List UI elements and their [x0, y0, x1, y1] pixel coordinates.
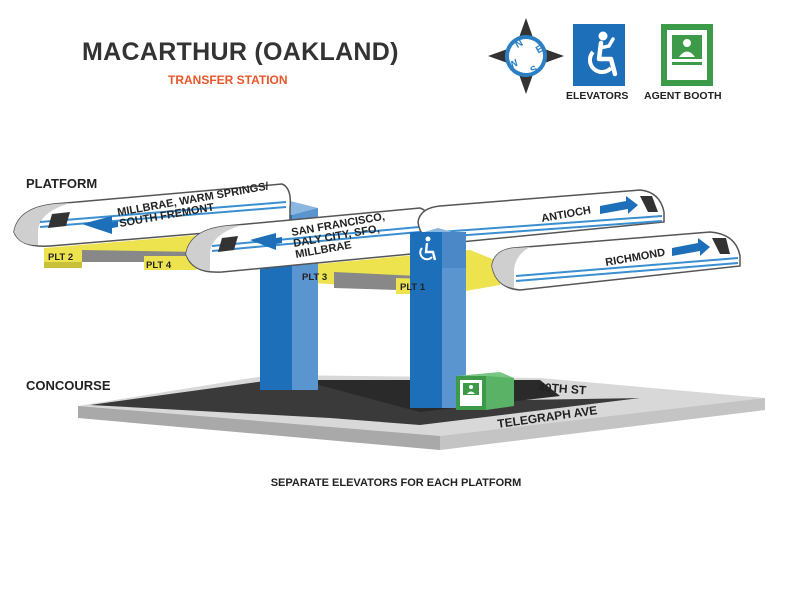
train-richmond	[491, 231, 741, 291]
plt-3-label: PLT 3	[302, 272, 327, 283]
concourse-level-label: CONCOURSE	[26, 378, 111, 393]
compass-north: N	[513, 38, 525, 51]
agent-booth-icon	[661, 24, 713, 86]
legend-elevators-label: ELEVATORS	[566, 90, 629, 102]
agent-booth	[456, 372, 514, 410]
diagram-caption: SEPARATE ELEVATORS FOR EACH PLATFORM	[270, 477, 522, 489]
plt-2-label: PLT 2	[48, 252, 73, 263]
elevator-east-wheelchair-icon	[419, 236, 437, 261]
legend-agent-booth-label: AGENT BOOTH	[644, 90, 722, 102]
wheelchair-icon	[573, 24, 625, 86]
train-antioch	[417, 189, 665, 245]
page-subtitle: TRANSFER STATION	[168, 73, 288, 87]
page-title: MACARTHUR (OAKLAND)	[82, 38, 399, 66]
platform-level-label: PLATFORM	[26, 176, 98, 191]
elevator-shaft-east	[410, 228, 466, 408]
plt-1-label: PLT 1	[400, 282, 426, 293]
street-40th-st: 40TH ST	[538, 380, 588, 397]
compass-south: S	[529, 64, 541, 77]
compass-east: E	[534, 43, 546, 56]
compass-icon: N E S W	[488, 18, 564, 94]
plt-4-label: PLT 4	[146, 260, 172, 271]
